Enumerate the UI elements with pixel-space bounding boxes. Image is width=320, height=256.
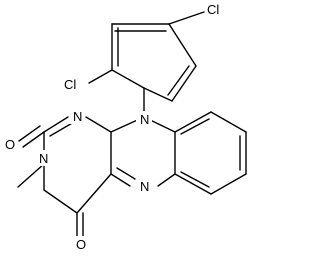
bond	[210, 173, 247, 195]
nitrogen-label: N	[140, 179, 149, 194]
atom-label-group: Cl Cl N N N N O O	[1, 1, 225, 252]
nitrogen-label: N	[39, 151, 48, 166]
molecule-diagram: Cl Cl N N N N O O	[1, 1, 247, 252]
bond	[88, 69, 113, 84]
bond	[116, 167, 136, 180]
bond	[210, 111, 247, 133]
bond	[43, 189, 78, 214]
bond	[43, 116, 69, 133]
bond	[143, 87, 173, 102]
bond	[111, 69, 145, 89]
bond	[174, 111, 212, 133]
bond	[85, 116, 112, 133]
bond	[49, 121, 75, 137]
chlorine-label: Cl	[64, 77, 76, 92]
bond	[17, 163, 45, 188]
nitrogen-label: N	[73, 109, 82, 124]
bond	[171, 65, 197, 102]
nitrogen-label: N	[140, 112, 149, 127]
bond	[180, 171, 210, 188]
chlorine-label: Cl	[207, 2, 219, 17]
bond	[167, 65, 190, 96]
bond	[18, 125, 41, 142]
bond	[168, 23, 197, 67]
bond	[76, 173, 112, 214]
bond	[110, 173, 131, 187]
bond	[168, 11, 205, 25]
bond-group	[17, 11, 247, 237]
structure-canvas: Cl Cl N N N N O O	[1, 1, 247, 252]
bond	[174, 173, 212, 195]
oxygen-label: O	[5, 137, 15, 152]
bond	[157, 173, 176, 187]
bond	[22, 131, 45, 148]
bond	[180, 118, 210, 135]
oxygen-label: O	[76, 237, 86, 252]
